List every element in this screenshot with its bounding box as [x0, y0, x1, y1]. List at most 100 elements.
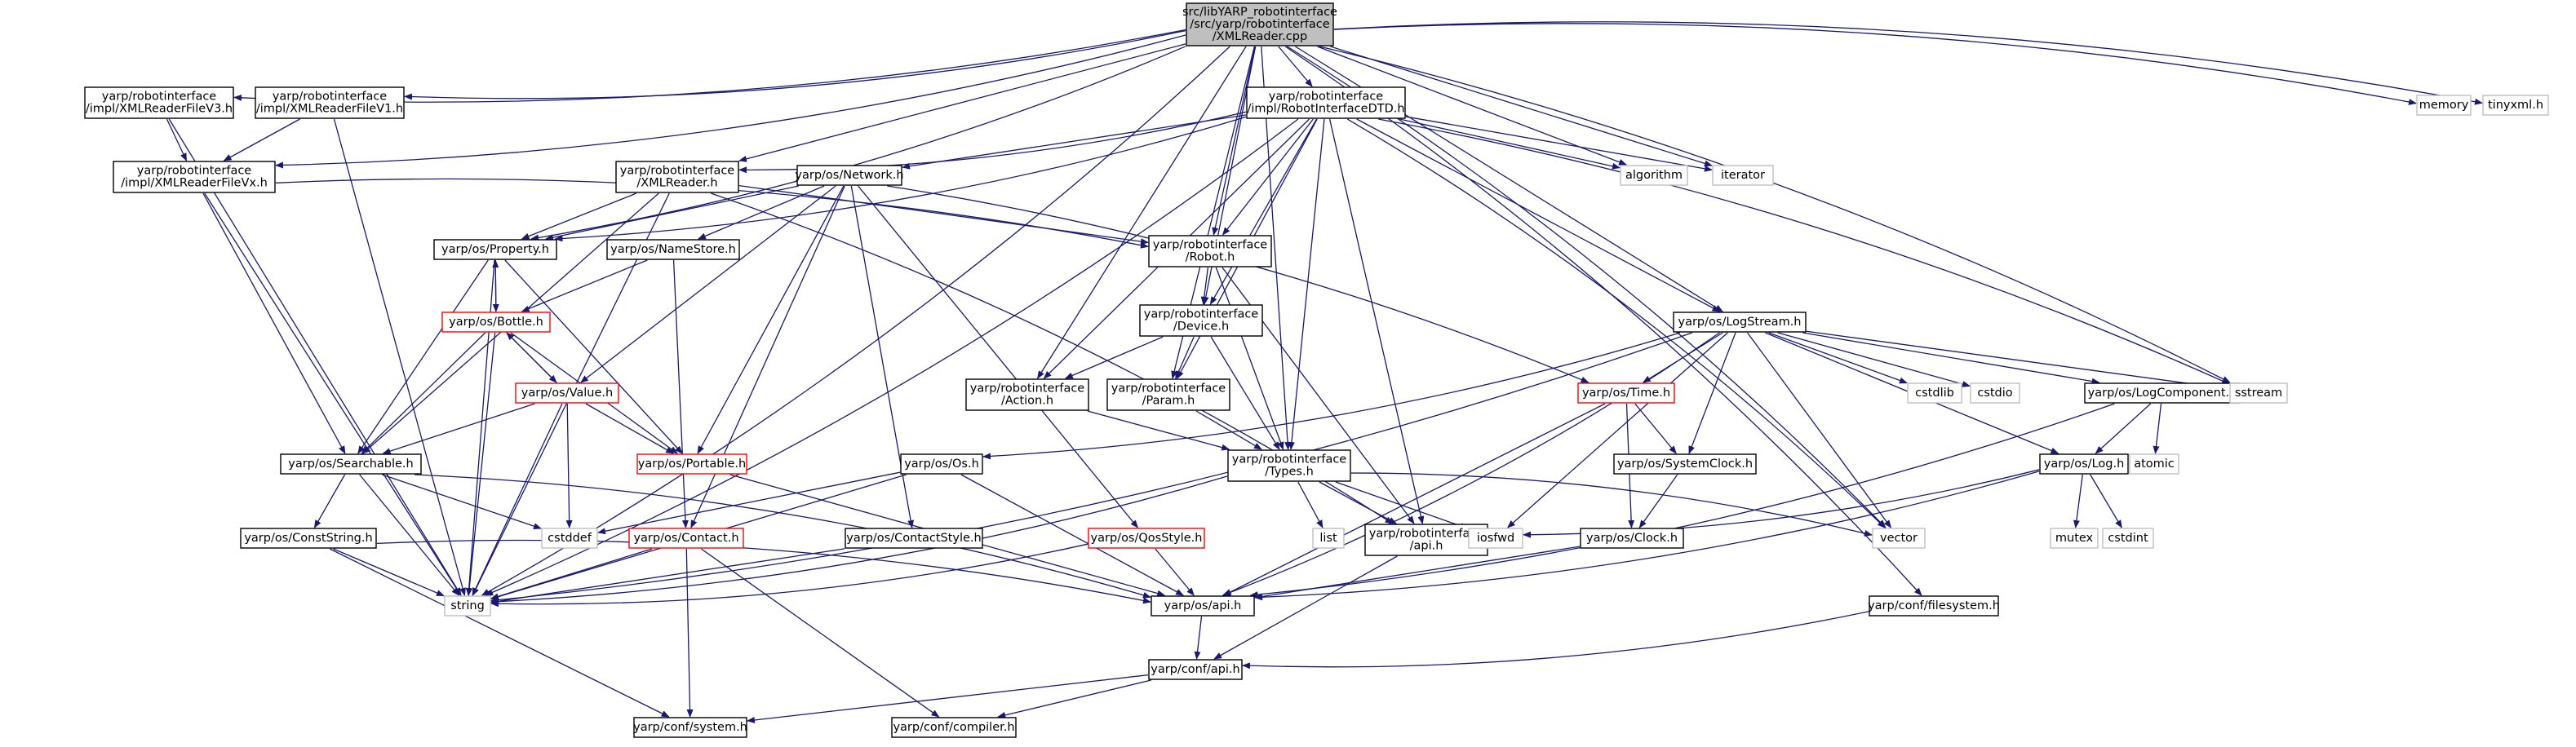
node-cstddef: cstddef [541, 528, 598, 549]
edge-v1-to-string [333, 118, 466, 596]
edge-dtd-to-device [1209, 118, 1318, 305]
edge-root-to-xmlreader [738, 43, 1186, 162]
edge-network-to-value [580, 185, 836, 383]
node-label-algorithm: algorithm [1625, 169, 1683, 182]
node-label-network: yarp/os/Network.h [795, 169, 903, 182]
node-label-v1: yarp/robotinterface [273, 91, 388, 104]
edge-searchable-to-osapi [414, 474, 1151, 599]
node-label-mutex: mutex [2055, 532, 2094, 545]
node-label-v3: yarp/robotinterface [102, 91, 217, 104]
node-robot[interactable]: yarp/robotinterface/Robot.h [1148, 235, 1272, 267]
node-time[interactable]: yarp/os/Time.h [1577, 382, 1675, 404]
node-contactstyle[interactable]: yarp/os/ContactStyle.h [845, 528, 983, 549]
edge-qosstyle-to-string [490, 543, 1088, 608]
node-label-log: yarp/os/Log.h [2044, 457, 2125, 471]
node-param[interactable]: yarp/robotinterface/Param.h [1106, 378, 1230, 411]
node-box-logstream [1673, 312, 1807, 333]
edge-robot-to-device [1200, 267, 1209, 305]
node-box-cstdio [1970, 382, 2020, 404]
node-dtd[interactable]: yarp/robotinterface/impl/RobotInterfaceD… [1246, 86, 1406, 119]
edge-logstream-to-cstdlib [1768, 332, 1908, 384]
node-label-logcomponent: yarp/os/LogComponent.h [2088, 387, 2237, 400]
node-logstream[interactable]: yarp/os/LogStream.h [1673, 312, 1807, 333]
node-clock[interactable]: yarp/os/Clock.h [1580, 528, 1684, 549]
node-logcomponent[interactable]: yarp/os/LogComponent.h [2084, 382, 2241, 404]
node-label-dtd: yarp/robotinterface [1269, 91, 1384, 104]
node-box-clock [1580, 528, 1684, 549]
node-xmlreader[interactable]: yarp/robotinterface/XMLReader.h [615, 161, 739, 193]
edge-root-to-device [1202, 46, 1257, 305]
node-os[interactable]: yarp/os/Os.h [900, 453, 983, 475]
node-system[interactable]: yarp/conf/system.h [633, 717, 747, 738]
edge-types-to-riapi [1319, 481, 1397, 524]
edge-network-to-qosstyle [858, 185, 1139, 528]
edge-dtd-to-sstream [1378, 118, 2230, 385]
node-vx[interactable]: yarp/robotinterface/impl/XMLReaderFileVx… [113, 161, 276, 193]
node-label-logstream: yarp/os/LogStream.h [1678, 316, 1802, 329]
node-bottle[interactable]: yarp/os/Bottle.h [441, 312, 551, 333]
node-label-root: src/libYARP_robotinterface [1182, 6, 1337, 19]
node-portable[interactable]: yarp/os/Portable.h [636, 453, 747, 475]
edge-root-to-v1 [404, 30, 1186, 100]
node-value[interactable]: yarp/os/Value.h [515, 382, 619, 404]
node-memory: memory [2416, 95, 2472, 116]
node-types[interactable]: yarp/robotinterface/Types.h [1227, 449, 1351, 482]
dependency-nodes: src/libYARP_robotinterface/src/yarp/robo… [84, 2, 2549, 738]
node-contact[interactable]: yarp/os/Contact.h [628, 528, 744, 549]
edge-riapi-to-confapi [1213, 555, 1398, 660]
node-label-namestore: yarp/os/NameStore.h [610, 243, 736, 256]
node-searchable[interactable]: yarp/os/Searchable.h [280, 453, 422, 475]
edge-qosstyle-to-osapi [1155, 548, 1195, 596]
edge-dtd-to-algorithm [1399, 118, 1621, 170]
edge-root-to-property [530, 46, 1186, 241]
node-string: string [444, 595, 491, 617]
node-osapi[interactable]: yarp/os/api.h [1151, 595, 1255, 617]
edge-namestore-to-bottle [521, 259, 648, 312]
node-action[interactable]: yarp/robotinterface/Action.h [965, 378, 1089, 411]
edge-value-to-portable [585, 403, 675, 454]
edge-v3-to-vx [166, 118, 188, 161]
node-label-action: /Action.h [1001, 395, 1053, 408]
node-device[interactable]: yarp/robotinterface/Device.h [1139, 304, 1263, 337]
node-riapi[interactable]: yarp/robotinterface/api.h [1364, 524, 1488, 556]
node-label-memory: memory [2419, 99, 2469, 112]
node-label-v3: /impl/XMLReaderFileV3.h [86, 103, 233, 116]
edge-value-to-searchable [382, 403, 535, 454]
node-qosstyle[interactable]: yarp/os/QosStyle.h [1088, 528, 1205, 549]
node-label-riapi: yarp/robotinterface [1369, 528, 1484, 541]
node-log[interactable]: yarp/os/Log.h [2039, 453, 2129, 475]
node-compiler[interactable]: yarp/conf/compiler.h [891, 717, 1017, 738]
node-box-sstream [2229, 382, 2288, 404]
node-property[interactable]: yarp/os/Property.h [433, 239, 557, 260]
edge-namestore-to-contact [672, 259, 689, 528]
node-label-action: yarp/robotinterface [970, 382, 1085, 396]
edge-root-to-filesystem [1284, 46, 1922, 596]
node-confapi[interactable]: yarp/conf/api.h [1148, 659, 1243, 680]
node-filesystem[interactable]: yarp/conf/filesystem.h [1868, 595, 2000, 617]
node-box-systemclock [1613, 453, 1757, 475]
node-box-confapi [1148, 659, 1243, 680]
node-label-cstdlib: cstdlib [1915, 387, 1954, 400]
edge-types-to-string [490, 475, 1228, 605]
node-v1[interactable]: yarp/robotinterface/impl/XMLReaderFileV1… [255, 86, 405, 119]
node-label-value: yarp/os/Value.h [521, 387, 613, 400]
node-network[interactable]: yarp/os/Network.h [795, 165, 904, 186]
node-systemclock[interactable]: yarp/os/SystemClock.h [1613, 453, 1757, 475]
edge-filesystem-to-confapi [1242, 611, 1869, 670]
node-box-namestore [606, 239, 740, 260]
node-box-param [1106, 378, 1230, 411]
node-label-cstddef: cstddef [548, 532, 592, 545]
node-label-property: yarp/os/Property.h [441, 243, 549, 256]
node-namestore[interactable]: yarp/os/NameStore.h [606, 239, 740, 260]
node-v3[interactable]: yarp/robotinterface/impl/XMLReaderFileV3… [84, 86, 234, 119]
node-box-vx [113, 161, 276, 193]
edge-root-to-algorithm [1317, 46, 1627, 166]
node-label-contactstyle: yarp/os/ContactStyle.h [846, 532, 981, 545]
edge-network-to-contactstyle [850, 185, 915, 528]
edge-os-to-osapi [960, 474, 1184, 596]
edge-vx-to-searchable [202, 192, 346, 454]
node-conststring[interactable]: yarp/os/ConstString.h [240, 528, 377, 549]
edge-value-to-cstddef [565, 403, 573, 528]
node-box-value [515, 382, 619, 404]
